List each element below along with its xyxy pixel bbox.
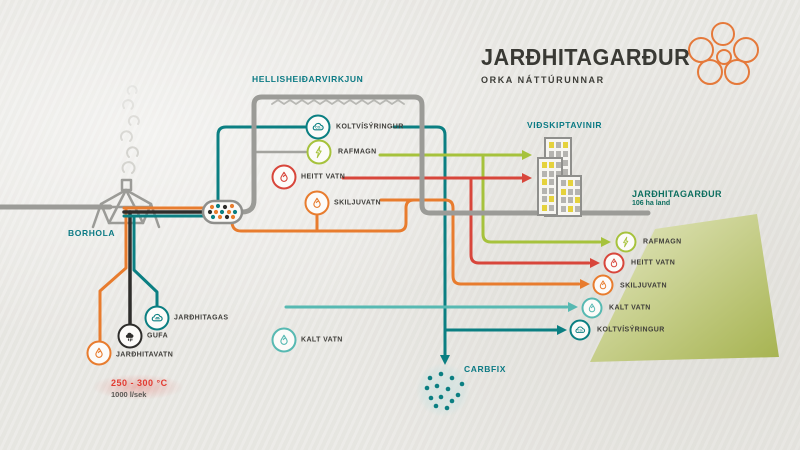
building-window — [556, 142, 561, 148]
well-fluid-capsule — [201, 199, 244, 225]
droplet-icon — [271, 164, 297, 190]
building-window — [563, 169, 568, 175]
building-window — [568, 180, 573, 186]
carbfix-title: CARBFIX — [464, 364, 506, 374]
droplet-icon — [86, 340, 112, 366]
building-window — [563, 151, 568, 157]
building-window — [549, 142, 554, 148]
customers-title: VIÐSKIPTAVINIR — [527, 120, 603, 130]
plant-title: HELLISHEIÐARVIRKJUN — [252, 74, 364, 84]
building-window — [561, 188, 566, 195]
plant-pipe-outline — [239, 94, 651, 216]
building-window — [549, 170, 554, 177]
plant-row-label: KOLTVÍSÝRINGUR — [336, 123, 404, 131]
building-window — [542, 170, 547, 177]
park-field-shape — [590, 214, 779, 362]
building-window — [542, 162, 547, 168]
droplet-icon — [304, 190, 330, 216]
building-window — [575, 180, 580, 186]
building-window — [549, 187, 554, 194]
building-window — [556, 162, 561, 168]
co2-cloud-icon — [569, 319, 591, 341]
droplet-icon — [603, 252, 625, 274]
building-window — [561, 180, 566, 186]
building-window — [561, 197, 566, 203]
plant-row-label: HEITT VATN — [301, 173, 346, 181]
steam-puff-icon — [117, 323, 143, 349]
well-stream-lines — [98, 206, 206, 343]
five-circle-flower-icon — [688, 22, 759, 85]
well-temperature: 250 - 300 °C — [111, 378, 168, 388]
building-window — [542, 179, 547, 185]
well-flow-rate: 1000 l/sek — [111, 390, 147, 399]
building-window — [568, 197, 573, 203]
park-item-label: HEITT VATN — [631, 259, 676, 267]
steam-icon — [119, 85, 140, 174]
building-window — [568, 205, 573, 212]
building-window — [549, 204, 554, 211]
cold-water-label: KALT VATN — [301, 336, 343, 344]
lightning-icon — [615, 231, 637, 253]
droplet-icon — [271, 327, 297, 353]
park-title: JARÐHITAGARÐUR — [632, 189, 722, 199]
borehole-output-label: JARÐHITAGAS — [174, 314, 229, 322]
building-window — [575, 188, 580, 195]
separated-water-line — [230, 198, 590, 289]
lightning-icon — [306, 139, 332, 165]
gas-cloud-icon — [144, 305, 170, 331]
borehole-title: BORHOLA — [68, 228, 116, 238]
park-item-label: RAFMAGN — [643, 238, 682, 246]
hot-water-line — [341, 173, 600, 268]
building-window — [563, 142, 568, 148]
co2-line — [216, 125, 567, 365]
droplet-icon — [581, 297, 603, 319]
park-area-label: 106 ha land — [632, 200, 671, 207]
building-window — [568, 188, 573, 195]
electricity-line — [252, 150, 611, 247]
plant-row-label: SKILJUVATN — [334, 199, 381, 207]
building-window — [549, 179, 554, 185]
carbfix-mineral-dots — [416, 363, 470, 417]
heat-glow — [92, 374, 184, 400]
droplet-icon — [592, 274, 614, 296]
plant-row-label: RAFMAGN — [338, 148, 377, 156]
building-window — [575, 205, 580, 212]
building-window — [575, 197, 580, 203]
borehole-output-label: GUFA — [147, 332, 169, 340]
park-header: JARÐHITAGARÐUR 106 ha land — [632, 189, 722, 207]
park-item-label: KOLTVÍSÝRINGUR — [597, 326, 665, 334]
borehole-output-label: JARÐHITAVATN — [116, 351, 174, 359]
building-window — [563, 160, 568, 166]
page-subtitle: ORKA NÁTTÚRUNNAR — [481, 75, 605, 85]
park-item-label: KALT VATN — [609, 304, 651, 312]
building-window — [561, 205, 566, 212]
brand-block: JARÐHITAGARÐUR ORKA NÁTTÚRUNNAR — [481, 44, 704, 85]
building-window — [542, 187, 547, 194]
building-window — [556, 170, 561, 177]
well-stats: 250 - 300 °C 1000 l/sek — [111, 378, 168, 399]
building-window — [549, 151, 554, 157]
building-window — [542, 196, 547, 202]
building-window — [549, 196, 554, 202]
building-window — [542, 204, 547, 211]
cold-water-line — [282, 188, 578, 328]
co2-cloud-icon — [305, 114, 331, 140]
park-item-label: SKILJUVATN — [620, 282, 667, 290]
building-window — [556, 151, 561, 157]
page-title: JARÐHITAGARÐUR — [481, 44, 691, 70]
building-window — [549, 162, 554, 168]
building-icon — [556, 175, 582, 217]
